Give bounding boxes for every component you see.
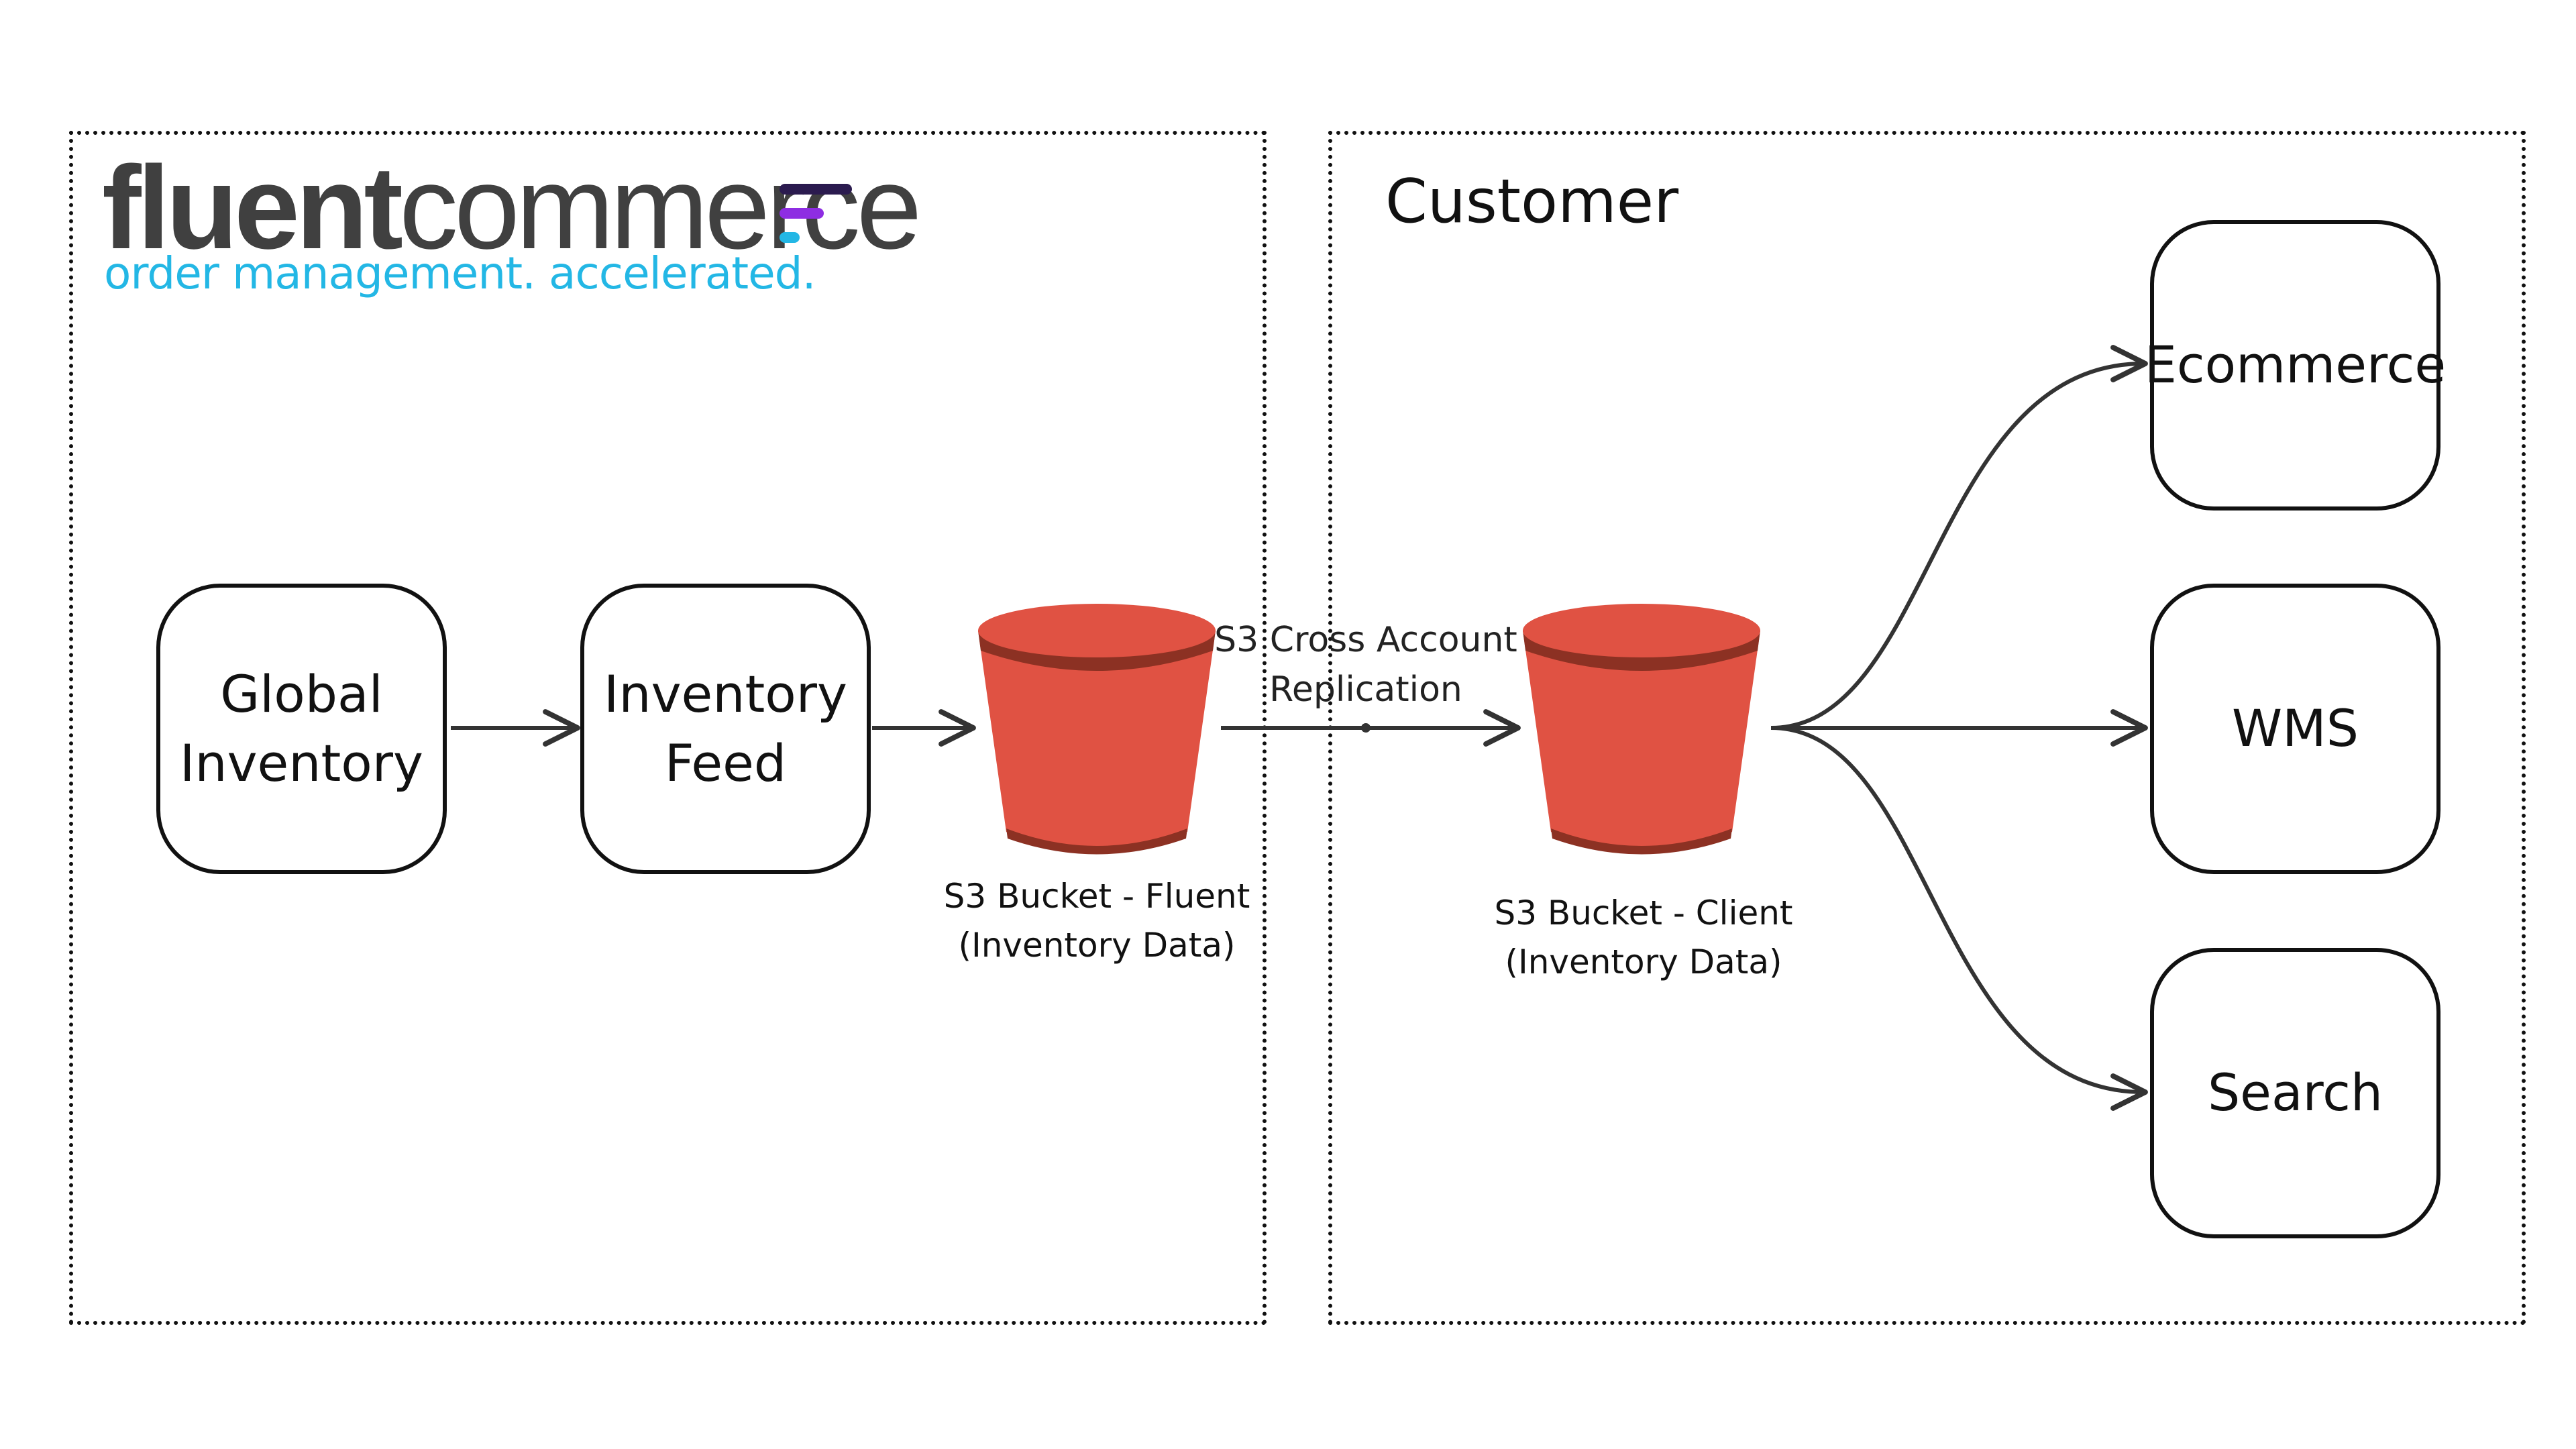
edge-bucket-to-search: [1770, 726, 2148, 1111]
node-wms[interactable]: WMS: [2150, 584, 2440, 874]
replication-label: S3 Cross Account Replication: [1214, 620, 1517, 710]
customer-zone-title: Customer: [1385, 166, 1679, 237]
replication-midpoint-dot: [1361, 723, 1371, 733]
node-inventory-feed[interactable]: Inventory Feed: [580, 584, 871, 874]
node-global-inventory[interactable]: Global Inventory: [156, 584, 447, 874]
node-ecommerce[interactable]: Ecommerce: [2145, 220, 2446, 511]
s3-bucket-fluent-caption: S3 Bucket - Fluent (Inventory Data): [943, 877, 1250, 965]
logo-wordmark: fluentcommerce: [102, 149, 922, 267]
edge-bucket-to-ecommerce: [1770, 345, 2148, 730]
logo-brand-prefix: fluent: [102, 142, 403, 274]
s3-bucket-icon: [978, 604, 1216, 855]
s3-bucket-icon: [1523, 604, 1760, 855]
logo-brand-suffix: commerce: [399, 142, 922, 274]
logo-tagline: order management. accelerated.: [104, 248, 816, 299]
node-search[interactable]: Search: [2150, 948, 2440, 1238]
s3-bucket-client-caption: S3 Bucket - Client (Inventory Data): [1494, 894, 1793, 981]
fluent-bars-icon: [780, 184, 852, 243]
